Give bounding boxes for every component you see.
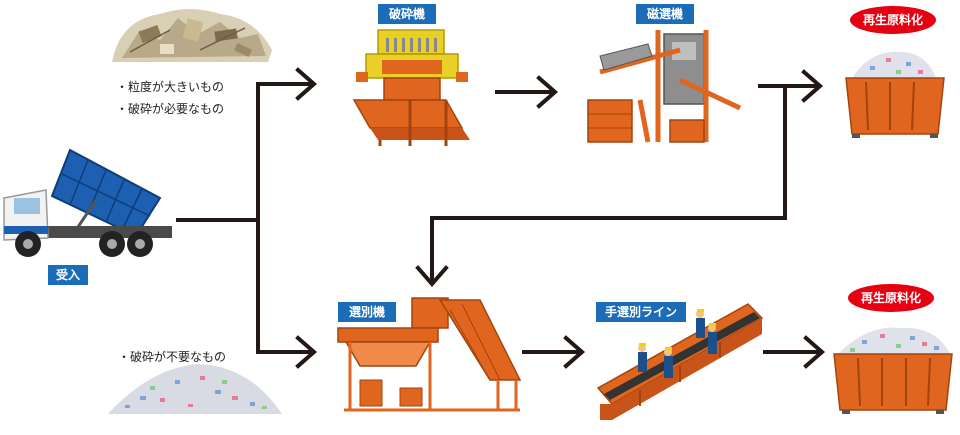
note-needs-crushing: ・破砕が必要なもの [116,102,225,116]
crusher-machine-icon [352,29,470,146]
debris-pile-icon [112,9,272,62]
recycle-bin-top-icon [845,51,945,138]
magnetic-separator-label: 磁選機 [636,4,694,24]
receive-label: 受入 [48,265,88,285]
dump-truck-icon [3,148,172,257]
magnetic-separator-icon [587,30,742,143]
note-large-grain: ・粒度が大きいもの [116,80,225,94]
sorter-label: 選別機 [338,302,396,322]
hand-sorting-line-icon [596,303,764,420]
crushed-pile-icon [108,364,282,414]
sorting-machine-icon [337,297,522,412]
hand-sorting-line-label: 手選別ライン [596,302,686,322]
flow-arrows [176,67,826,369]
crusher-label: 破砕機 [378,4,436,24]
recycle-top-badge: 再生原料化 [850,6,936,34]
worker-figures [638,309,717,378]
note-no-crushing: ・破砕が不要なもの [118,350,227,364]
recycle-bottom-badge: 再生原料化 [848,284,934,312]
recycle-bin-bottom-icon [833,327,953,414]
